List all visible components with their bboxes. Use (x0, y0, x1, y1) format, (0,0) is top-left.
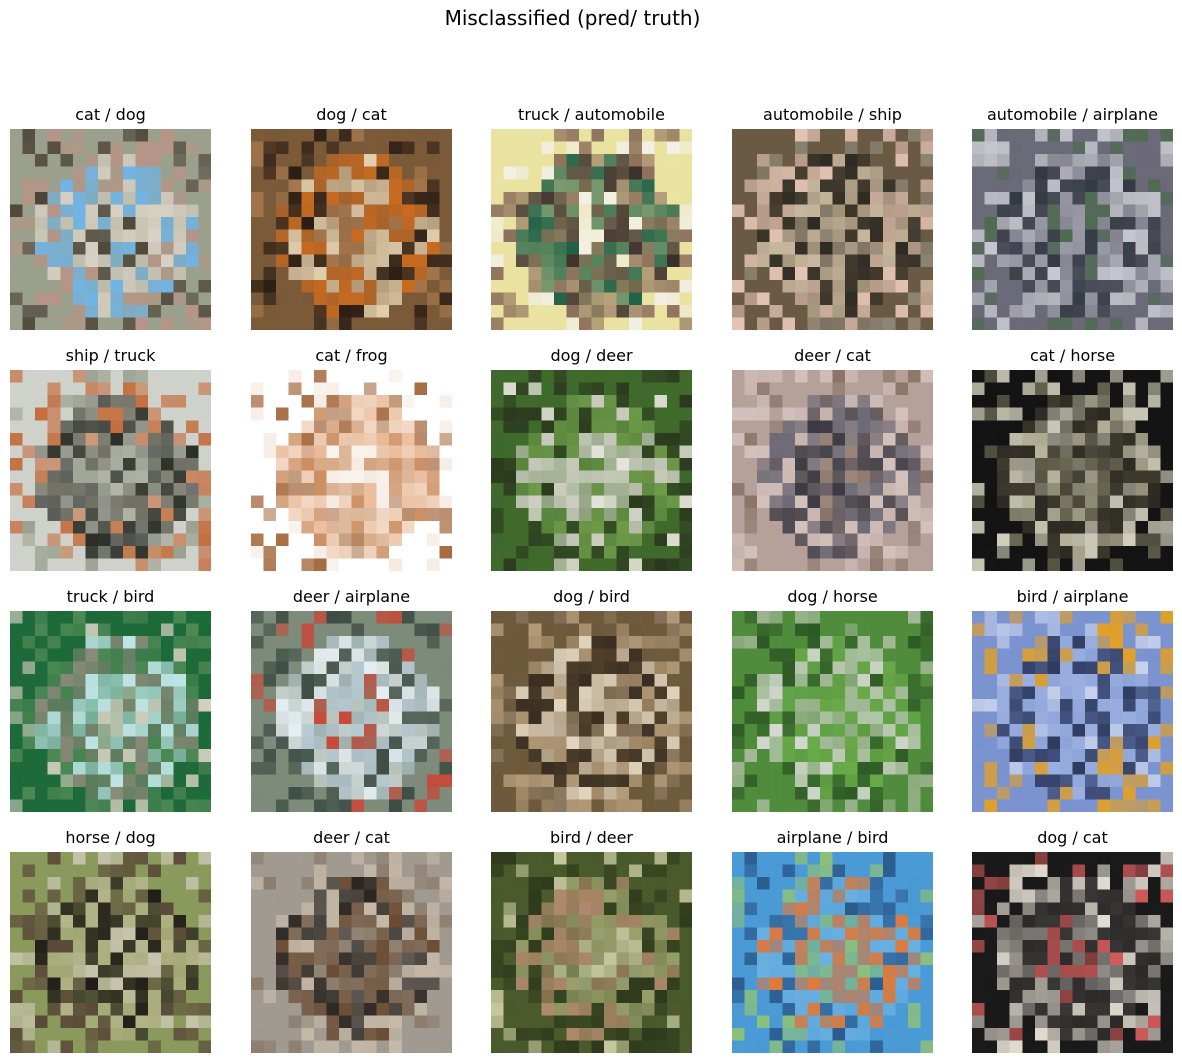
panel-label: cat / horse (1029, 346, 1116, 365)
panel-label: horse / dog (65, 828, 156, 847)
cifar-thumbnail-image (972, 129, 1173, 330)
panel-label: truck / automobile (518, 105, 665, 124)
cifar-thumbnail-image (491, 129, 692, 330)
panel-label: automobile / airplane (986, 105, 1159, 124)
panel-label: dog / deer (550, 346, 633, 365)
panel-label: dog / cat (1037, 828, 1108, 847)
panel-label: bird / deer (549, 828, 634, 847)
cifar-thumbnail-image (251, 370, 452, 571)
panel-label: dog / bird (553, 587, 630, 606)
panel-label: ship / truck (65, 346, 156, 365)
cifar-thumbnail-image (732, 129, 933, 330)
panel-label: airplane / bird (776, 828, 889, 847)
panel-label: deer / cat (794, 346, 871, 365)
panel-label: dog / horse (787, 587, 878, 606)
panel-label: automobile / ship (763, 105, 902, 124)
panel-label: bird / airplane (1016, 587, 1129, 606)
cifar-thumbnail-image (10, 370, 211, 571)
cifar-thumbnail-image (491, 370, 692, 571)
cifar-thumbnail-image (732, 852, 933, 1053)
cifar-thumbnail-image (972, 611, 1173, 812)
panel-label: deer / airplane (292, 587, 411, 606)
panel-label: deer / cat (313, 828, 390, 847)
figure-title: Misclassified (pred/ truth) (444, 6, 701, 30)
cifar-thumbnail-image (251, 852, 452, 1053)
cifar-thumbnail-image (10, 611, 211, 812)
cifar-thumbnail-image (10, 129, 211, 330)
cifar-thumbnail-image (732, 611, 933, 812)
cifar-thumbnail-image (10, 852, 211, 1053)
cifar-thumbnail-image (491, 611, 692, 812)
cifar-thumbnail-image (972, 852, 1173, 1053)
cifar-thumbnail-image (251, 611, 452, 812)
panel-label: cat / frog (315, 346, 388, 365)
cifar-thumbnail-image (732, 370, 933, 571)
panel-label: dog / cat (316, 105, 387, 124)
cifar-thumbnail-image (491, 852, 692, 1053)
cifar-thumbnail-image (972, 370, 1173, 571)
panel-label: cat / dog (75, 105, 146, 124)
cifar-thumbnail-image (251, 129, 452, 330)
panel-label: truck / bird (66, 587, 155, 606)
